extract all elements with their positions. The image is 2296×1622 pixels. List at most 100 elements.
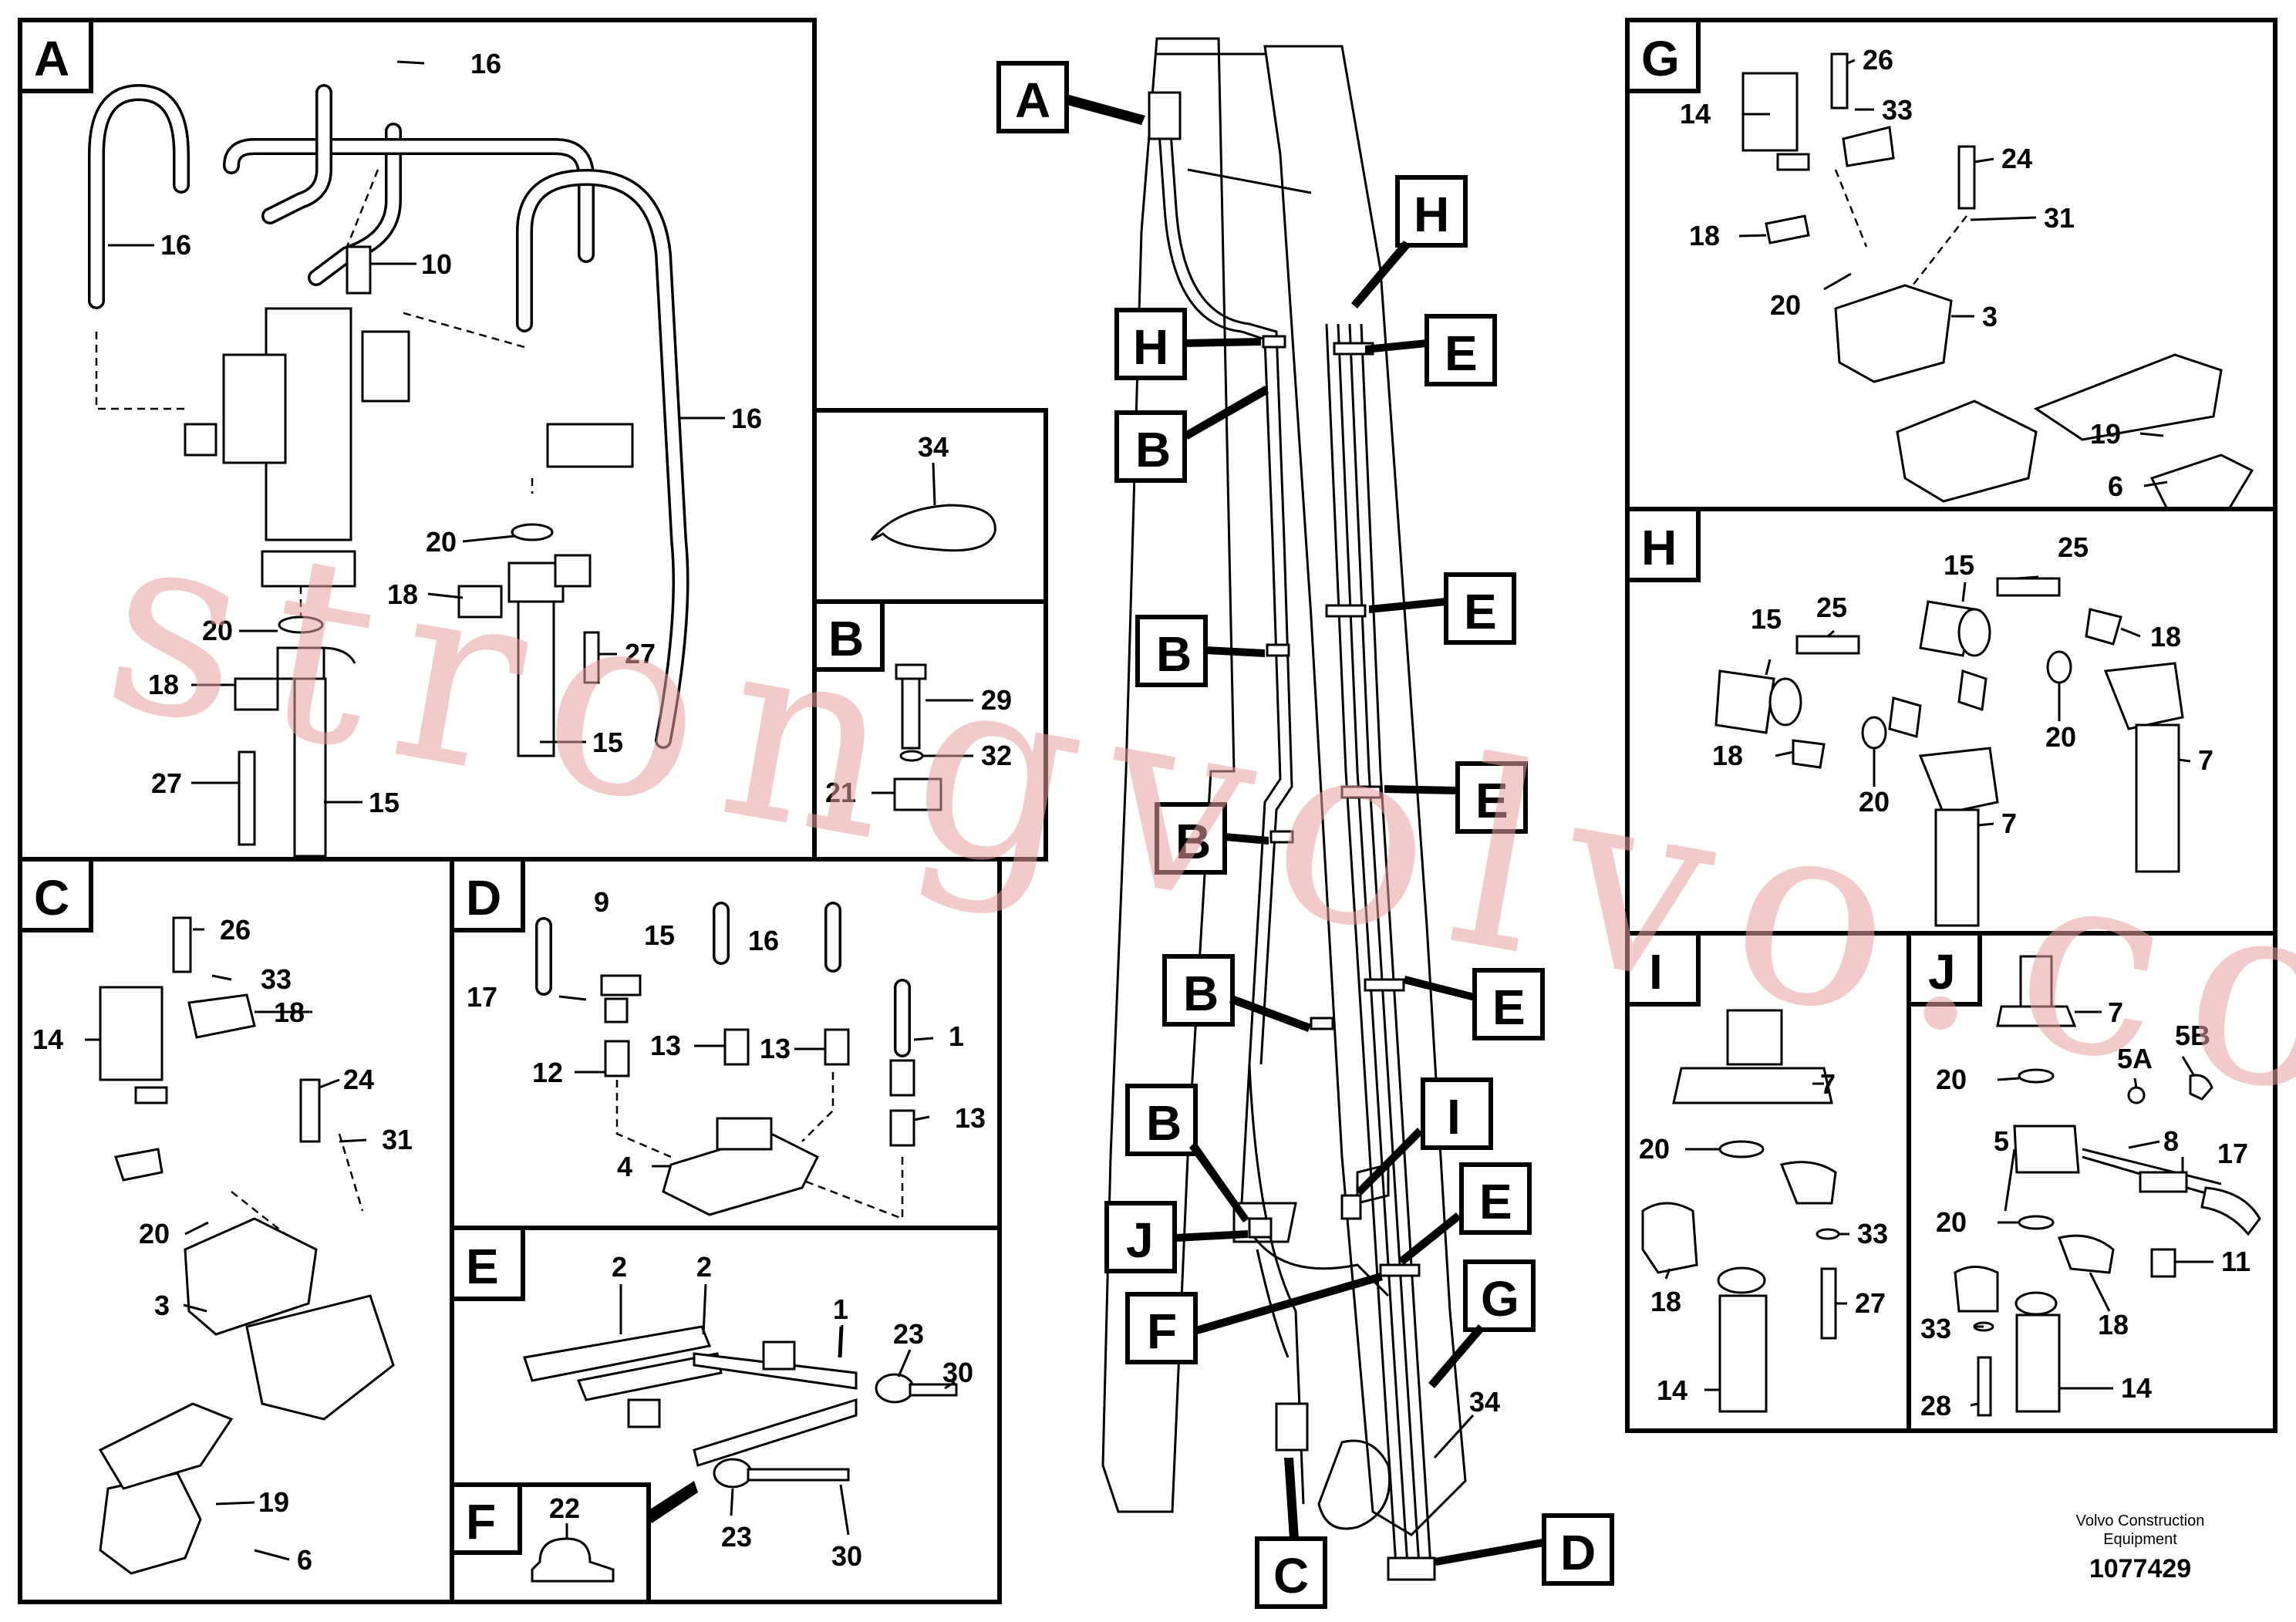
label: 16 (160, 229, 191, 261)
label: 33 (1920, 1313, 1951, 1344)
callout-b: B (1135, 422, 1171, 477)
label: 20 (1639, 1133, 1670, 1165)
label: 18 (2150, 621, 2181, 653)
label: 20 (202, 615, 233, 646)
label: 5B (2175, 1020, 2210, 1051)
label: 6 (297, 1544, 312, 1576)
label: 18 (148, 669, 179, 700)
callout-a: A (1015, 73, 1050, 128)
label: 18 (1689, 220, 1720, 251)
callout-b-3: B (1175, 814, 1211, 869)
label: 13 (650, 1030, 681, 1061)
label: 22 (549, 1492, 580, 1524)
panel-j: J 7 5B 5A 20 8 5 (1907, 931, 2277, 1433)
callout-h-2: H (1133, 319, 1168, 375)
panel-c: C 26 33 18 14 24 31 20 3 19 6 (18, 857, 454, 1604)
panel-e-letter: E (466, 1239, 499, 1294)
label: 2 (612, 1251, 627, 1283)
label: 20 (1936, 1206, 1967, 1238)
label: 3 (154, 1290, 170, 1321)
panel-d: D 9 15 16 17 1 12 13 13 1 (450, 857, 1002, 1230)
callout-e: E (1445, 325, 1478, 381)
label: 16 (731, 403, 762, 434)
label: 13 (760, 1033, 791, 1064)
callout-j: J (1126, 1212, 1154, 1268)
callout-d: D (1560, 1525, 1596, 1580)
panel-i-letter: I (1649, 944, 1663, 1000)
panel-d-letter: D (466, 870, 501, 926)
label: 14 (2121, 1372, 2152, 1404)
callout-f: F (1147, 1303, 1177, 1359)
label: 14 (1680, 98, 1711, 130)
label: 33 (261, 963, 292, 995)
label: 4 (617, 1151, 632, 1182)
label: 31 (2044, 202, 2075, 234)
label: 25 (1816, 592, 1847, 623)
label: 20 (1859, 786, 1890, 818)
label: 25 (2058, 531, 2089, 563)
label: 19 (2090, 418, 2121, 450)
label: 18 (1712, 740, 1743, 771)
callout-c: C (1273, 1548, 1309, 1603)
callout-e-5: E (1479, 1174, 1512, 1229)
label: 14 (1657, 1374, 1687, 1406)
label: 18 (1650, 1286, 1681, 1317)
callout-b-5: B (1146, 1095, 1182, 1151)
label: 15 (369, 787, 400, 818)
label: 17 (467, 981, 497, 1013)
label: 33 (1882, 94, 1913, 126)
footer: Volvo Construction Equipment 1077429 (2076, 1512, 2205, 1583)
label: 11 (2221, 1246, 2250, 1277)
callout-e-4: E (1492, 980, 1526, 1035)
label: 24 (343, 1064, 374, 1095)
label: 27 (1855, 1287, 1886, 1319)
callouts: A H E H B E B E B B (996, 61, 1614, 1609)
drawing-number: 1077429 (2089, 1554, 2191, 1583)
company-line-2: Equipment (2103, 1531, 2177, 1548)
callout-b-2: B (1156, 626, 1192, 682)
label: 31 (382, 1124, 413, 1155)
label: 18 (274, 996, 305, 1028)
label: 18 (2098, 1309, 2129, 1340)
label: 21 (825, 777, 856, 808)
label: 13 (955, 1102, 986, 1134)
label: 15 (644, 919, 675, 951)
label: 29 (981, 684, 1012, 716)
label: 1 (833, 1293, 848, 1325)
label: 7 (2108, 996, 2123, 1028)
label: 9 (594, 886, 609, 918)
callout-h: H (1414, 187, 1449, 242)
label: 34 (918, 431, 949, 463)
callout-e-2: E (1464, 584, 1497, 639)
label: 5 (1994, 1125, 2009, 1157)
label: 18 (387, 578, 418, 610)
panel-j-letter: J (1928, 944, 1956, 1000)
label: 19 (258, 1486, 289, 1518)
label: 8 (2163, 1125, 2179, 1157)
label: 12 (532, 1057, 563, 1088)
panel-tie: 34 (812, 408, 1048, 604)
panel-f-letter: F (466, 1494, 496, 1549)
label: 33 (1857, 1218, 1888, 1249)
label: 2 (696, 1251, 712, 1283)
label: 7 (2001, 808, 2017, 839)
label: 30 (942, 1357, 973, 1388)
panel-e: E 2 2 1 23 30 23 30 (450, 1226, 1002, 1604)
label: 6 (2108, 470, 2123, 502)
label: 20 (426, 526, 457, 558)
label: 15 (1751, 603, 1782, 635)
label: 7 (1820, 1068, 1836, 1100)
panel-g: G 26 14 33 24 18 31 20 3 19 6 (1625, 18, 2277, 511)
label: 5A (2117, 1043, 2153, 1074)
label: 28 (1920, 1390, 1951, 1421)
panel-a-letter: A (34, 31, 69, 86)
label: 15 (592, 727, 623, 758)
label: 7 (2198, 744, 2213, 776)
label: 20 (1936, 1064, 1967, 1095)
label: 23 (893, 1318, 924, 1350)
label: 24 (2001, 143, 2032, 174)
panel-a: A (18, 18, 817, 862)
panel-c-letter: C (34, 870, 69, 926)
callout-e-3: E (1475, 773, 1509, 828)
